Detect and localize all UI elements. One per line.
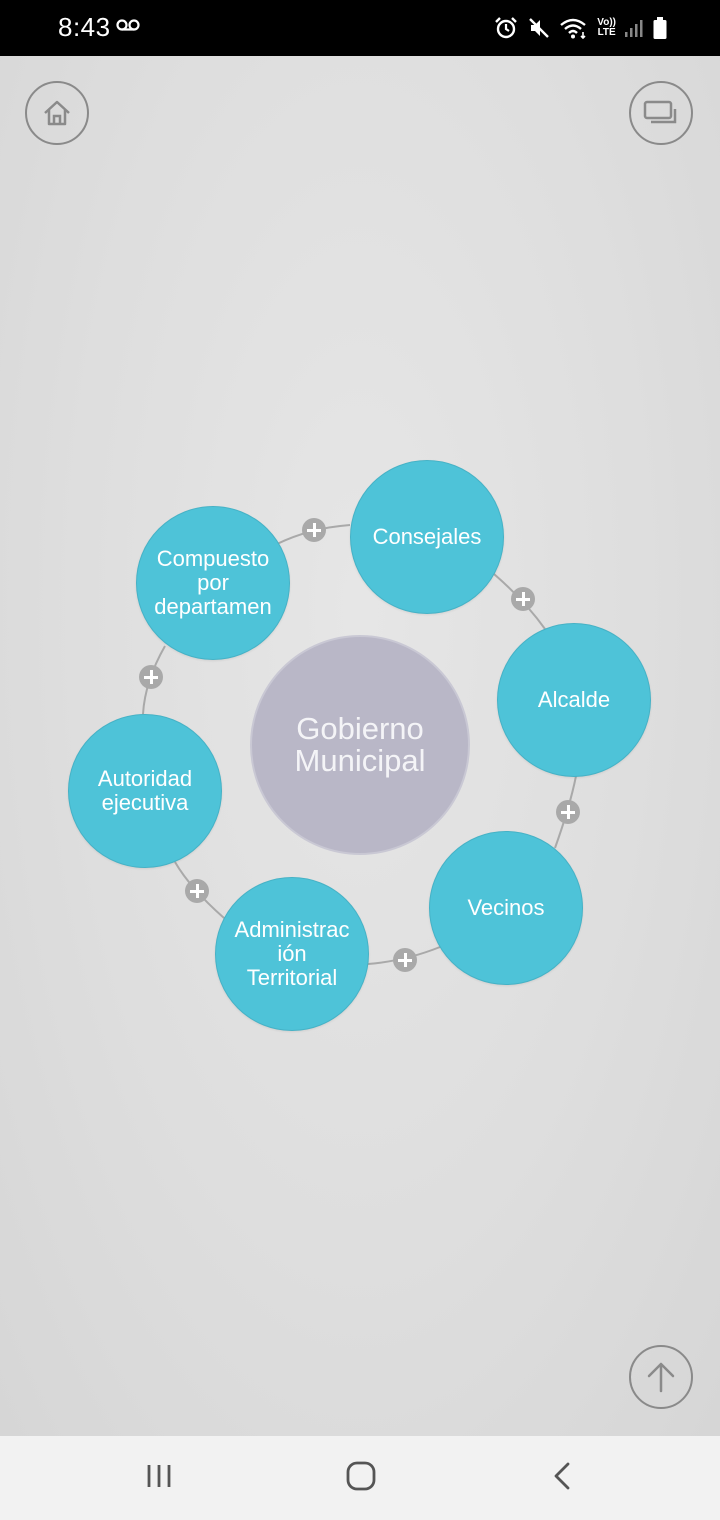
mind-map-diagram: Gobierno Municipal Consejales Alcalde Ve… [0, 56, 720, 1436]
lte-label: LTE [597, 27, 616, 38]
back-icon [550, 1461, 574, 1496]
scroll-top-button[interactable] [629, 1345, 693, 1409]
battery-icon [652, 16, 668, 40]
home-button[interactable] [25, 81, 89, 145]
navigation-bar [0, 1436, 720, 1520]
recent-apps-icon [145, 1462, 175, 1495]
home-nav-button[interactable] [341, 1458, 381, 1498]
expand-plus-icon[interactable] [139, 665, 163, 689]
node-autoridad-ejecutiva[interactable]: Autoridad ejecutiva [68, 714, 222, 868]
node-compuesto-por-departamentos[interactable]: Compuesto por departamen [136, 506, 290, 660]
node-consejales[interactable]: Consejales [350, 460, 504, 614]
signal-icon [624, 18, 644, 38]
home-icon [40, 96, 74, 130]
recent-apps-button[interactable] [140, 1458, 180, 1498]
mute-icon [527, 16, 551, 40]
alarm-icon [493, 15, 519, 41]
node-administracion-territorial[interactable]: Administrac ión Territorial [215, 877, 369, 1031]
node-label: Vecinos [467, 895, 545, 920]
status-bar: 8:43 [0, 0, 720, 56]
volte-lte-icon: Vo)) LTE [597, 18, 616, 38]
center-node[interactable]: Gobierno Municipal [250, 635, 470, 855]
expand-plus-icon[interactable] [185, 879, 209, 903]
node-label: Consejales [372, 524, 482, 549]
expand-plus-icon[interactable] [511, 587, 535, 611]
node-label: Alcalde [537, 687, 611, 712]
status-time: 8:43 [58, 12, 111, 42]
volte-label: Vo)) [597, 17, 616, 28]
node-label: Autoridad ejecutiva [97, 766, 193, 815]
center-node-label: Gobierno Municipal [294, 711, 426, 778]
overview-button[interactable] [629, 81, 693, 145]
node-label: Administrac ión Territorial [234, 917, 350, 990]
expand-plus-icon[interactable] [393, 948, 417, 972]
node-alcalde[interactable]: Alcalde [497, 623, 651, 777]
presentation-canvas: Gobierno Municipal Consejales Alcalde Ve… [0, 56, 720, 1436]
node-label: Compuesto por departamen [154, 546, 272, 619]
slides-overview-icon [642, 98, 680, 128]
expand-plus-icon[interactable] [302, 518, 326, 542]
home-nav-icon [345, 1460, 377, 1497]
arrow-up-icon [643, 1359, 679, 1395]
node-vecinos[interactable]: Vecinos [429, 831, 583, 985]
voicemail-icon [116, 18, 140, 37]
wifi-icon [559, 16, 589, 40]
back-button[interactable] [542, 1458, 582, 1498]
expand-plus-icon[interactable] [556, 800, 580, 824]
